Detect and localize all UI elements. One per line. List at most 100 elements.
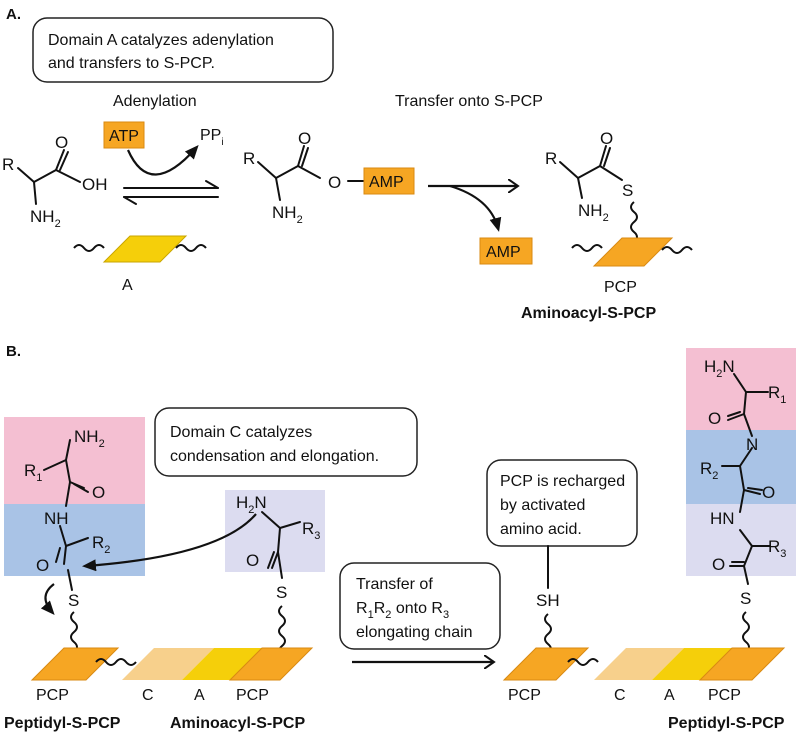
dom-a-label-1: A (194, 687, 205, 704)
int-nh2: NH2 (272, 203, 303, 226)
aminoacyl-pcp-structure: H2N R3 O S (236, 493, 320, 657)
transfer-step-label: Transfer onto S-PCP (395, 93, 543, 110)
sh-wavy-linker (544, 613, 552, 655)
prod-s: S (622, 181, 633, 200)
domain-c-shape-right (594, 648, 684, 680)
dom-pcp-label-2: PCP (236, 687, 269, 704)
aminoacyl-s-pcp-structure: R O S NH2 (545, 129, 638, 243)
lp-r2: R2 (92, 533, 110, 556)
lp-o2: O (36, 556, 49, 575)
callout-domain-c-line1: Domain C catalyzes (170, 424, 312, 441)
sh-label: SH (536, 591, 560, 610)
dom-c-label-2: C (614, 687, 626, 704)
wavy-linker-right-pcp-c (567, 658, 599, 666)
left-peptidyl-structure: NH2 R1 O NH R2 O S (24, 427, 110, 653)
callout-domain-a (32, 17, 334, 83)
atp-label: ATP (109, 128, 139, 145)
rp-r3: R3 (768, 537, 786, 560)
amino-acid-structure: R O OH NH2 (2, 133, 108, 230)
lp-o: O (92, 483, 105, 502)
amp-badge (363, 167, 415, 195)
domain-a-shape-right (652, 648, 732, 680)
dom-pcp-label-4: PCP (708, 687, 741, 704)
right-peptidyl-structure: H2N R1 O N R2 O HN R3 O S (700, 357, 786, 653)
rp-n: N (746, 435, 758, 454)
int-o-ester: O (328, 173, 341, 192)
rp-r2: R2 (700, 459, 718, 482)
domain-a-shape (102, 235, 188, 263)
left-peptide-pink-block (4, 417, 145, 504)
ppi-label: PPi (200, 127, 224, 148)
callout-transfer (339, 562, 501, 650)
peptidyl-s-pcp-title-left: Peptidyl-S-PCP (4, 715, 121, 732)
aa-nh2: NH2 (30, 207, 61, 230)
dom-a-label-2: A (664, 687, 675, 704)
panel-a-label: A. (6, 6, 21, 23)
domain-a-shape-b (182, 648, 262, 680)
aa-o-b: O (246, 551, 259, 570)
pcp-shape-left (30, 647, 120, 681)
right-peptide-pink-block (686, 348, 796, 430)
callout-domain-a-line1: Domain A catalyzes adenylation (48, 32, 274, 49)
aminoacyl-s-pcp-title: Aminoacyl-S-PCP (521, 305, 656, 322)
pcp-shape-middle (228, 647, 314, 681)
lp-nh2: NH2 (74, 427, 105, 450)
rp-o2: O (762, 483, 775, 502)
amp-label: AMP (369, 174, 404, 191)
panel-b-label: B. (6, 343, 21, 360)
pcp-shape-a (592, 237, 674, 267)
int-r: R (243, 149, 255, 168)
rp-s: S (740, 589, 751, 608)
dom-c-label-1: C (142, 687, 154, 704)
peptidyl-s-pcp-title-right: Peptidyl-S-PCP (668, 715, 785, 732)
rp-o3: O (712, 555, 725, 574)
callout-domain-c-line2: condensation and elongation. (170, 448, 379, 465)
domain-a-label: A (122, 277, 133, 294)
pcp-label-a: PCP (604, 279, 637, 296)
prod-r: R (545, 149, 557, 168)
transfer-line2: R1R2 onto R3 (356, 600, 449, 621)
transfer-line3: elongating chain (356, 624, 473, 641)
transfer-line1: Transfer of (356, 576, 433, 593)
lp-s: S (68, 591, 79, 610)
adenylation-label: Adenylation (113, 93, 197, 110)
adenylation-curved-arrow (126, 145, 199, 176)
recharge-line1: PCP is recharged (500, 473, 625, 490)
wavy-linker-pcp-c (95, 658, 137, 666)
lp-r1: R1 (24, 461, 42, 484)
callout-domain-c (154, 407, 418, 477)
prod-nh2: NH2 (578, 201, 609, 224)
recharge-line3: amino acid. (500, 521, 582, 538)
aa-s-b: S (276, 583, 287, 602)
pcp-shape-right-2 (698, 647, 786, 681)
nucleophilic-attack-arrow (82, 513, 257, 572)
wavy-linker-right-pcp-a (661, 246, 693, 254)
amp-released-label: AMP (486, 244, 521, 261)
aa-r: R (2, 155, 14, 174)
rp-h2n: H2N (704, 357, 735, 380)
amp-release-arrow (449, 184, 502, 232)
amp-released-badge (479, 237, 533, 265)
aa-oh: OH (82, 175, 108, 194)
lp-nh: NH (44, 509, 69, 528)
int-o: O (298, 129, 311, 148)
recharge-line2: by activated (500, 497, 585, 514)
rp-hn: HN (710, 509, 735, 528)
pcp-shape-right-1 (502, 647, 590, 681)
wavy-linker-left-pcp-a (571, 244, 603, 252)
aa-r3: R3 (302, 519, 320, 542)
aa-h2n: H2N (236, 493, 267, 516)
atp-badge (103, 121, 145, 149)
aminoacyl-amp-structure: R O O NH2 (243, 129, 365, 226)
wavy-linker-right-a (175, 244, 207, 252)
dom-pcp-label-1: PCP (36, 687, 69, 704)
aa-o: O (55, 133, 68, 152)
callout-domain-a-line2: and transfers to S-PCP. (48, 55, 215, 72)
s-transfer-curved-arrow (40, 583, 55, 616)
equilibrium-arrows (123, 180, 219, 205)
right-peptide-lavender-block (686, 504, 796, 576)
rp-r1: R1 (768, 383, 786, 406)
callout-recharge (486, 459, 638, 547)
prod-o: O (600, 129, 613, 148)
